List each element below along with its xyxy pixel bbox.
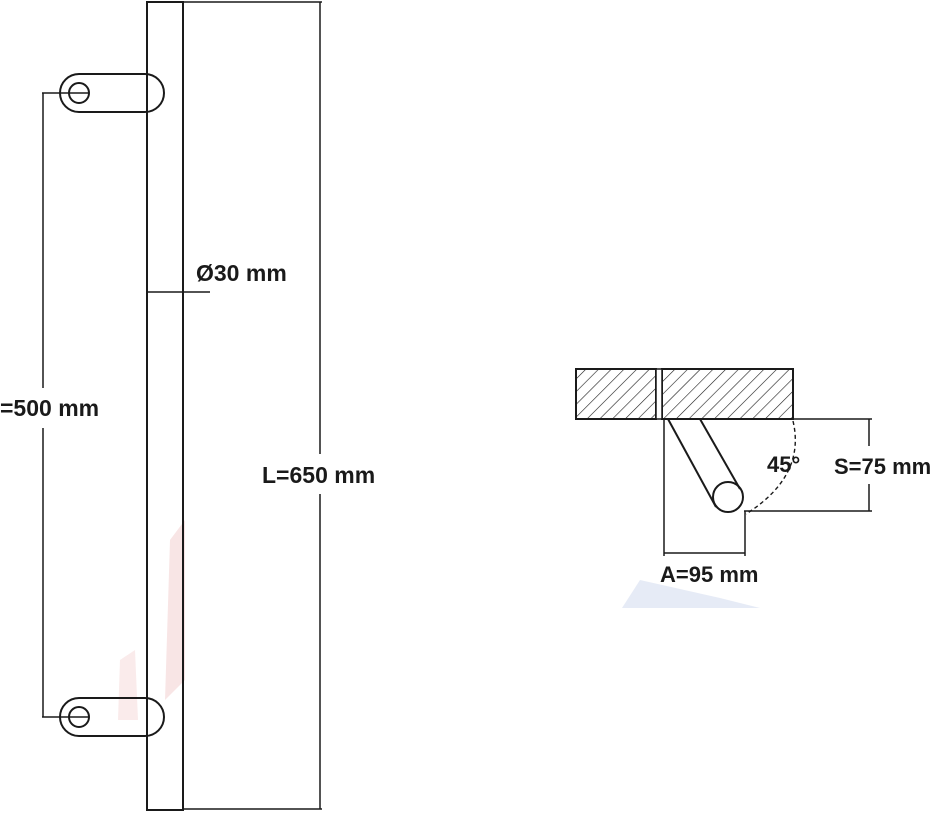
handle-bar: [146, 1, 184, 811]
angle-arc: [745, 420, 797, 515]
standoff-dimension: [744, 418, 872, 512]
length-dimension: [183, 1, 322, 810]
center-distance-label: =500 mm: [0, 395, 99, 421]
front-view: Ø30 mm =500 mm L=650 mm: [0, 1, 375, 811]
center-distance-dimension: [42, 92, 88, 718]
diameter-label: Ø30 mm: [196, 260, 287, 286]
length-label: L=650 mm: [262, 462, 375, 488]
door-panel-section: [575, 368, 794, 420]
angle-label: 45°: [767, 452, 800, 477]
offset-label: A=95 mm: [660, 562, 758, 587]
standoff-label: S=75 mm: [834, 454, 931, 479]
side-view: 45° S=75 mm A=95 mm: [575, 368, 931, 587]
offset-dimension: [663, 419, 746, 556]
angled-standoff: [667, 418, 744, 513]
watermark: [118, 520, 760, 720]
